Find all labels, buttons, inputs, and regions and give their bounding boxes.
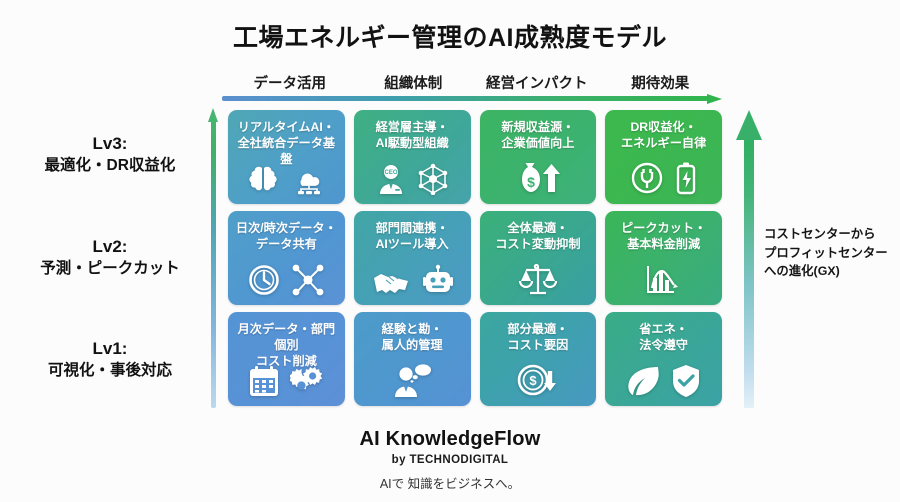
money-bag-growth-icon: $ bbox=[515, 161, 561, 195]
coin-dollar-down-icon: $ bbox=[517, 363, 559, 397]
gx-arrow-head-icon bbox=[736, 110, 762, 140]
matrix-cell-label: ピークカット・ 基本料金削減 bbox=[620, 221, 707, 252]
matrix-cell-lv2-effect[interactable]: ピークカット・ 基本料金削減 bbox=[605, 211, 722, 305]
column-header-data: データ活用 bbox=[253, 76, 327, 92]
matrix-cell-lv1-organization[interactable]: 経験と勘・ 属人的管理 bbox=[353, 312, 471, 406]
battery-charge-icon bbox=[675, 161, 697, 195]
matrix-cell-label: 部分最適・ コスト要因 bbox=[507, 322, 569, 353]
matrix-cell-icons: $ bbox=[480, 363, 597, 397]
matrix-cell-label: 部門間連携・ AIツール導入 bbox=[375, 221, 449, 252]
matrix-cell-icons bbox=[605, 264, 722, 296]
share-nodes-icon bbox=[291, 264, 325, 296]
cloud-network-icon bbox=[291, 165, 327, 195]
peak-chart-down-icon bbox=[644, 264, 684, 296]
row-label-lv1-level: Lv1: bbox=[92, 339, 128, 358]
calendar-icon bbox=[249, 365, 279, 397]
matrix-cell-icons: CEO bbox=[354, 163, 471, 195]
row-label-lv1: Lv1: 可視化・事後対応 bbox=[20, 338, 200, 382]
matrix-cell-label: DR収益化・ エネルギー自律 bbox=[620, 120, 707, 151]
footer: AI KnowledgeFlow by TECHNODIGITAL AIで 知識… bbox=[0, 428, 900, 492]
row-label-lv2-level: Lv2: bbox=[92, 237, 128, 256]
handshake-icon bbox=[372, 268, 412, 296]
row-label-lv2-desc: 予測・ピークカット bbox=[40, 259, 180, 277]
brand-tagline: AIで 知識をビジネスへ。 bbox=[379, 477, 521, 491]
brand-company: by TECHNODIGITAL bbox=[391, 454, 509, 466]
matrix-cell-lv1-effect[interactable]: 省エネ・ 法令遵守 bbox=[605, 312, 722, 406]
power-plug-icon bbox=[630, 161, 664, 195]
matrix-cell-icons bbox=[228, 264, 345, 296]
matrix-cell-label: 日次/時次データ・ データ共有 bbox=[235, 221, 337, 252]
svg-text:$: $ bbox=[527, 174, 535, 190]
matrix-cell-label: 全体最適・ コスト変動抑制 bbox=[495, 221, 581, 252]
matrix-cell-lv3-data[interactable]: リアルタイムAI・ 全社統合データ基盤 bbox=[228, 110, 345, 204]
robot-icon bbox=[422, 264, 453, 296]
balance-scale-icon bbox=[518, 262, 558, 296]
leaf-icon bbox=[626, 365, 660, 397]
gx-evolution-caption: コストセンターから プロフィットセンター への進化(GX) bbox=[764, 227, 888, 279]
horizontal-arrow-bar bbox=[222, 96, 708, 101]
matrix-cell-label: 新規収益源・ 企業価値向上 bbox=[501, 120, 575, 151]
person-thought-icon bbox=[392, 363, 432, 397]
gears-icon bbox=[289, 365, 324, 397]
matrix-cell-lv3-effect[interactable]: DR収益化・ エネルギー自律 bbox=[605, 110, 722, 204]
matrix-cell-lv2-impact[interactable]: 全体最適・ コスト変動抑制 bbox=[479, 211, 597, 305]
row-label-column: Lv3: 最適化・DR収益化 Lv2: 予測・ピークカット Lv1: 可視化・事… bbox=[20, 108, 200, 408]
brand-name: AI KnowledgeFlow bbox=[359, 428, 541, 450]
svg-text:CEO: CEO bbox=[384, 170, 397, 176]
row-label-lv3-desc: 最適化・DR収益化 bbox=[44, 156, 176, 174]
matrix-cell-lv3-impact[interactable]: 新規収益源・ 企業価値向上 $ bbox=[479, 110, 597, 204]
matrix-cell-icons bbox=[605, 364, 722, 397]
matrix-cell-icons bbox=[354, 264, 471, 296]
svg-text:$: $ bbox=[529, 373, 537, 388]
vertical-arrow-head-icon bbox=[208, 108, 218, 122]
matrix-cell-label: 経験と勘・ 属人的管理 bbox=[381, 322, 443, 353]
column-header-row: データ活用 組織体制 経営インパクト 期待効果 bbox=[228, 72, 722, 93]
row-label-lv2: Lv2: 予測・ピークカット bbox=[20, 236, 200, 280]
matrix-cell-icons bbox=[605, 161, 722, 195]
matrix-cell-lv2-data[interactable]: 日次/時次データ・ データ共有 bbox=[228, 211, 345, 305]
column-header-business-impact: 経営インパクト bbox=[486, 76, 588, 92]
row-label-lv1-desc: 可視化・事後対応 bbox=[47, 361, 172, 379]
matrix-cell-lv1-impact[interactable]: 部分最適・ コスト要因 $ bbox=[479, 312, 597, 406]
matrix-cell-icons bbox=[228, 365, 345, 397]
row-label-lv3: Lv3: 最適化・DR収益化 bbox=[20, 133, 200, 177]
maturity-matrix-grid: リアルタイムAI・ 全社統合データ基盤 bbox=[228, 110, 722, 406]
ceo-person-icon: CEO bbox=[376, 163, 406, 195]
gx-arrow-bar bbox=[744, 136, 754, 408]
matrix-cell-icons: $ bbox=[480, 161, 597, 195]
matrix-cell-icons bbox=[480, 262, 597, 296]
page-title: 工場エネルギー管理のAI成熟度モデル bbox=[232, 24, 667, 52]
matrix-cell-icons bbox=[354, 363, 471, 397]
column-header-organization: 組織体制 bbox=[384, 76, 443, 92]
horizontal-progress-arrow bbox=[222, 94, 722, 104]
column-header-expected-effect: 期待効果 bbox=[631, 76, 690, 92]
brain-icon bbox=[246, 165, 280, 195]
row-label-lv3-level: Lv3: bbox=[92, 134, 128, 153]
gx-evolution-arrow bbox=[736, 110, 762, 408]
vertical-arrow-bar bbox=[211, 120, 216, 408]
matrix-cell-label: 月次データ・部門個別 コスト削減 bbox=[237, 322, 336, 369]
matrix-cell-label: 経営層主導・ AI駆動型組織 bbox=[375, 120, 449, 151]
clock-icon bbox=[248, 264, 280, 296]
horizontal-arrow-head-icon bbox=[707, 94, 722, 104]
matrix-cell-label: 省エネ・ 法令遵守 bbox=[639, 322, 688, 353]
matrix-cell-label: リアルタイムAI・ 全社統合データ基盤 bbox=[237, 120, 336, 167]
shield-check-icon bbox=[671, 364, 701, 397]
vertical-level-arrow bbox=[208, 108, 219, 408]
matrix-cell-lv1-data[interactable]: 月次データ・部門個別 コスト削減 bbox=[228, 312, 345, 406]
network-hub-icon bbox=[417, 163, 449, 195]
matrix-cell-lv3-organization[interactable]: 経営層主導・ AI駆動型組織 CEO bbox=[353, 110, 471, 204]
matrix-cell-icons bbox=[228, 165, 345, 195]
matrix-cell-lv2-organization[interactable]: 部門間連携・ AIツール導入 bbox=[353, 211, 471, 305]
